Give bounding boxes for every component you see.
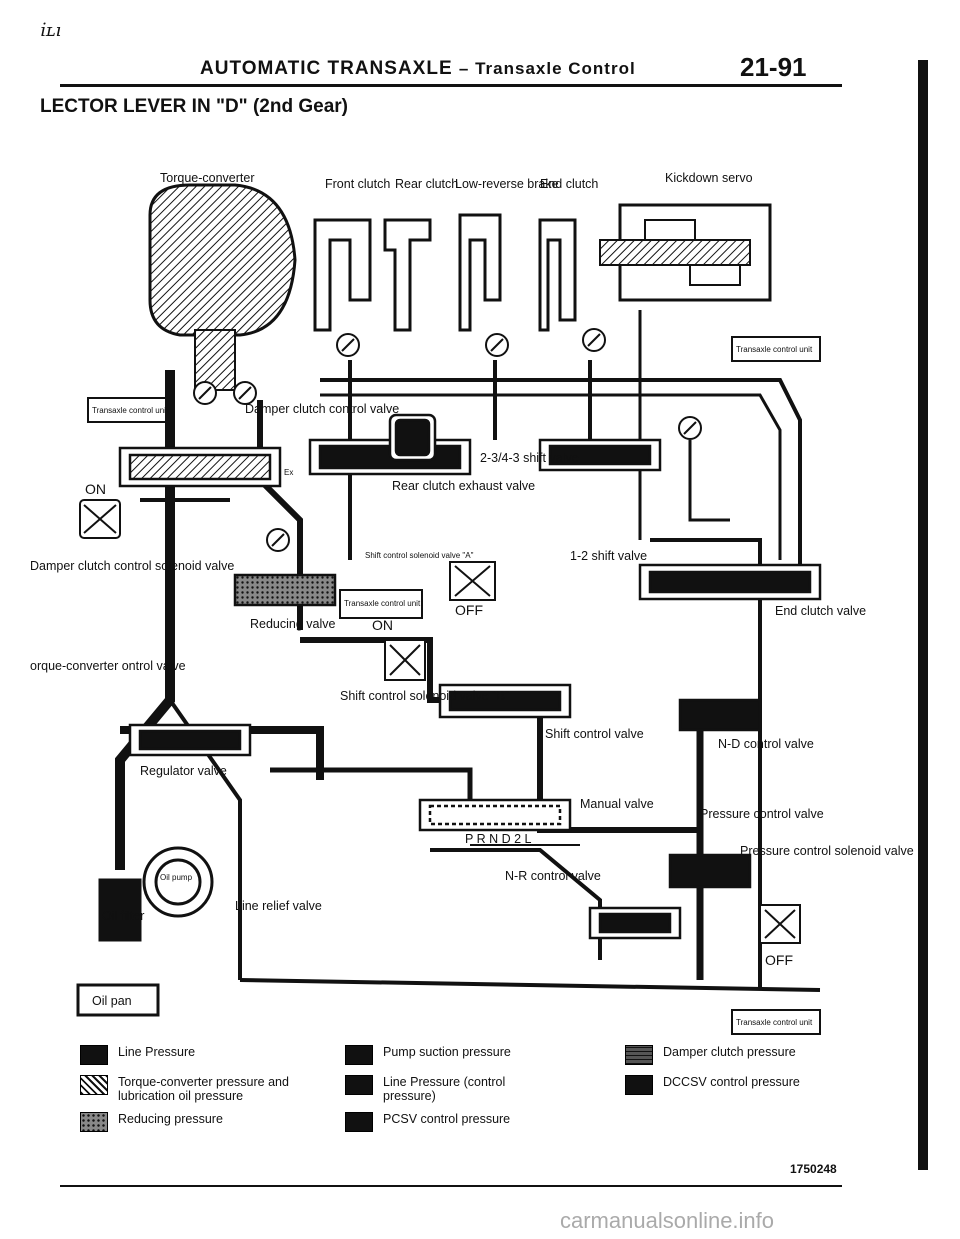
label-1-2-shift-valve: 1-2 shift valve [570, 549, 647, 563]
label-2-3-4-3-shift-valve: 2-3/4-3 shift valve [480, 451, 579, 465]
label-on-left: ON [85, 481, 106, 497]
watermark: carmanualsonline.info [560, 1208, 775, 1233]
legend-label: Torque-converter pressure and lubricatio… [118, 1075, 289, 1103]
corner-mark: ı̇ʟı [40, 20, 62, 41]
solenoid-valves [79, 499, 801, 944]
label-pressure-control-valve: Pressure control valve [700, 807, 824, 821]
label-end-clutch-valve: End clutch valve [775, 604, 866, 618]
label-tcu-left: Transaxle control unit [92, 406, 169, 415]
rear-clutch [383, 218, 432, 332]
label-prnd2l: P R N D 2 L [465, 832, 532, 846]
label-n-r-control-valve: N-R control valve [505, 869, 601, 883]
legend-item-reducing-pressure: Reducing pressure [80, 1112, 280, 1132]
legend-label: PCSV control pressure [383, 1112, 511, 1126]
label-off-middle: OFF [455, 602, 483, 618]
label-regulator-valve: Regulator valve [140, 764, 227, 778]
label-line-relief-valve: Line relief valve [235, 899, 322, 913]
label-torque-converter-control-valve: orque-converter ontrol valve [30, 659, 186, 673]
label-oil-pan: Oil pan [92, 994, 132, 1008]
header-subtitle: – Transaxle Control [458, 59, 636, 78]
end-clutch [538, 218, 577, 332]
legend-swatch [625, 1045, 653, 1065]
legend-swatch [80, 1075, 108, 1095]
kickdown-servo [599, 203, 772, 302]
header-rule [60, 84, 842, 87]
section-title: LECTOR LEVER IN "D" (2nd Gear) [40, 96, 348, 117]
label-torque-converter: Torque-converter [160, 171, 255, 185]
legend-swatch [625, 1075, 653, 1095]
label-kickdown-servo: Kickdown servo [665, 171, 753, 185]
label-pressure-control-solenoid: Pressure control solenoid valve [740, 844, 914, 858]
page-number: 21-91 [740, 52, 807, 82]
label-oil-filter: Oil filter [102, 909, 144, 923]
legend-label: Line Pressure [118, 1045, 196, 1059]
legend-item-pump-suction-pressure: Pump suction pressure [345, 1045, 565, 1065]
label-on-middle: ON [372, 617, 393, 633]
header-title: AUTOMATIC TRANSAXLE [200, 58, 453, 79]
label-damper-clutch-control-solenoid: Damper clutch control solenoid valve [30, 559, 234, 573]
label-n-d-control-valve: N-D control valve [718, 737, 814, 751]
label-end-clutch: End clutch [540, 177, 598, 191]
legend-item-line-pressure: Line Pressure [80, 1045, 280, 1065]
label-rear-clutch: Rear clutch [395, 177, 458, 191]
label-tcu-top-right: Transaxle control unit [736, 345, 813, 354]
control-unit-boxes [87, 336, 821, 1035]
legend-label: Pump suction pressure [383, 1045, 511, 1059]
legend-item-damper-clutch-pressure: Damper clutch pressure [625, 1045, 855, 1065]
torque-converter [148, 183, 297, 391]
label-rear-clutch-exhaust-valve: Rear clutch exhaust valve [392, 479, 535, 493]
legend-label: Reducing pressure [118, 1112, 223, 1126]
legend-item-torque-converter-pressure: Torque-converter pressure and lubricatio… [80, 1075, 300, 1103]
legend-swatch [345, 1112, 373, 1132]
low-reverse-brake [458, 213, 502, 332]
valve-bodies [118, 413, 822, 940]
legend-swatch [345, 1075, 373, 1095]
label-oil-pump: Oil pump [160, 873, 193, 882]
orifice-symbols [193, 328, 702, 552]
label-tcu-middle: Transaxle control unit [344, 599, 421, 608]
figure-id: 1750248 [790, 1162, 837, 1176]
footer-rule [60, 1185, 842, 1187]
label-damper-clutch-control-valve: Damper clutch control valve [245, 402, 399, 416]
label-ex: Ex [284, 468, 293, 477]
legend-label: DCCSV control pressure [663, 1075, 800, 1089]
legend-swatch [80, 1045, 108, 1065]
page-edge-shadow [918, 60, 928, 1170]
label-front-clutch: Front clutch [325, 177, 390, 191]
label-shift-control-solenoid-a: Shift control solenoid valve "A" [365, 551, 474, 560]
label-tcu-bottom-right: Transaxle control unit [736, 1018, 813, 1027]
label-low-reverse-brake: Low-reverse brake [455, 177, 559, 191]
oil-supply [76, 846, 214, 1017]
front-clutch [313, 218, 372, 332]
label-off-bottom: OFF [765, 952, 793, 968]
legend-label: Line Pressure (control pressure) [383, 1075, 506, 1103]
legend-label: Damper clutch pressure [663, 1045, 796, 1059]
legend-item-line-pressure-control: Line Pressure (control pressure) [345, 1075, 545, 1103]
page-header: AUTOMATIC TRANSAXLE – Transaxle Control [200, 58, 636, 80]
label-shift-control-solenoid-b: Shift control solenoid valve "B" [340, 689, 509, 703]
label-manual-valve: Manual valve [580, 797, 654, 811]
legend-item-dccsv-control-pressure: DCCSV control pressure [625, 1075, 855, 1095]
legend-item-pcsv-control-pressure: PCSV control pressure [345, 1112, 565, 1132]
label-shift-control-valve: Shift control valve [545, 727, 644, 741]
legend-swatch [345, 1045, 373, 1065]
label-reducing-valve: Reducing valve [250, 617, 336, 631]
legend-swatch [80, 1112, 108, 1132]
